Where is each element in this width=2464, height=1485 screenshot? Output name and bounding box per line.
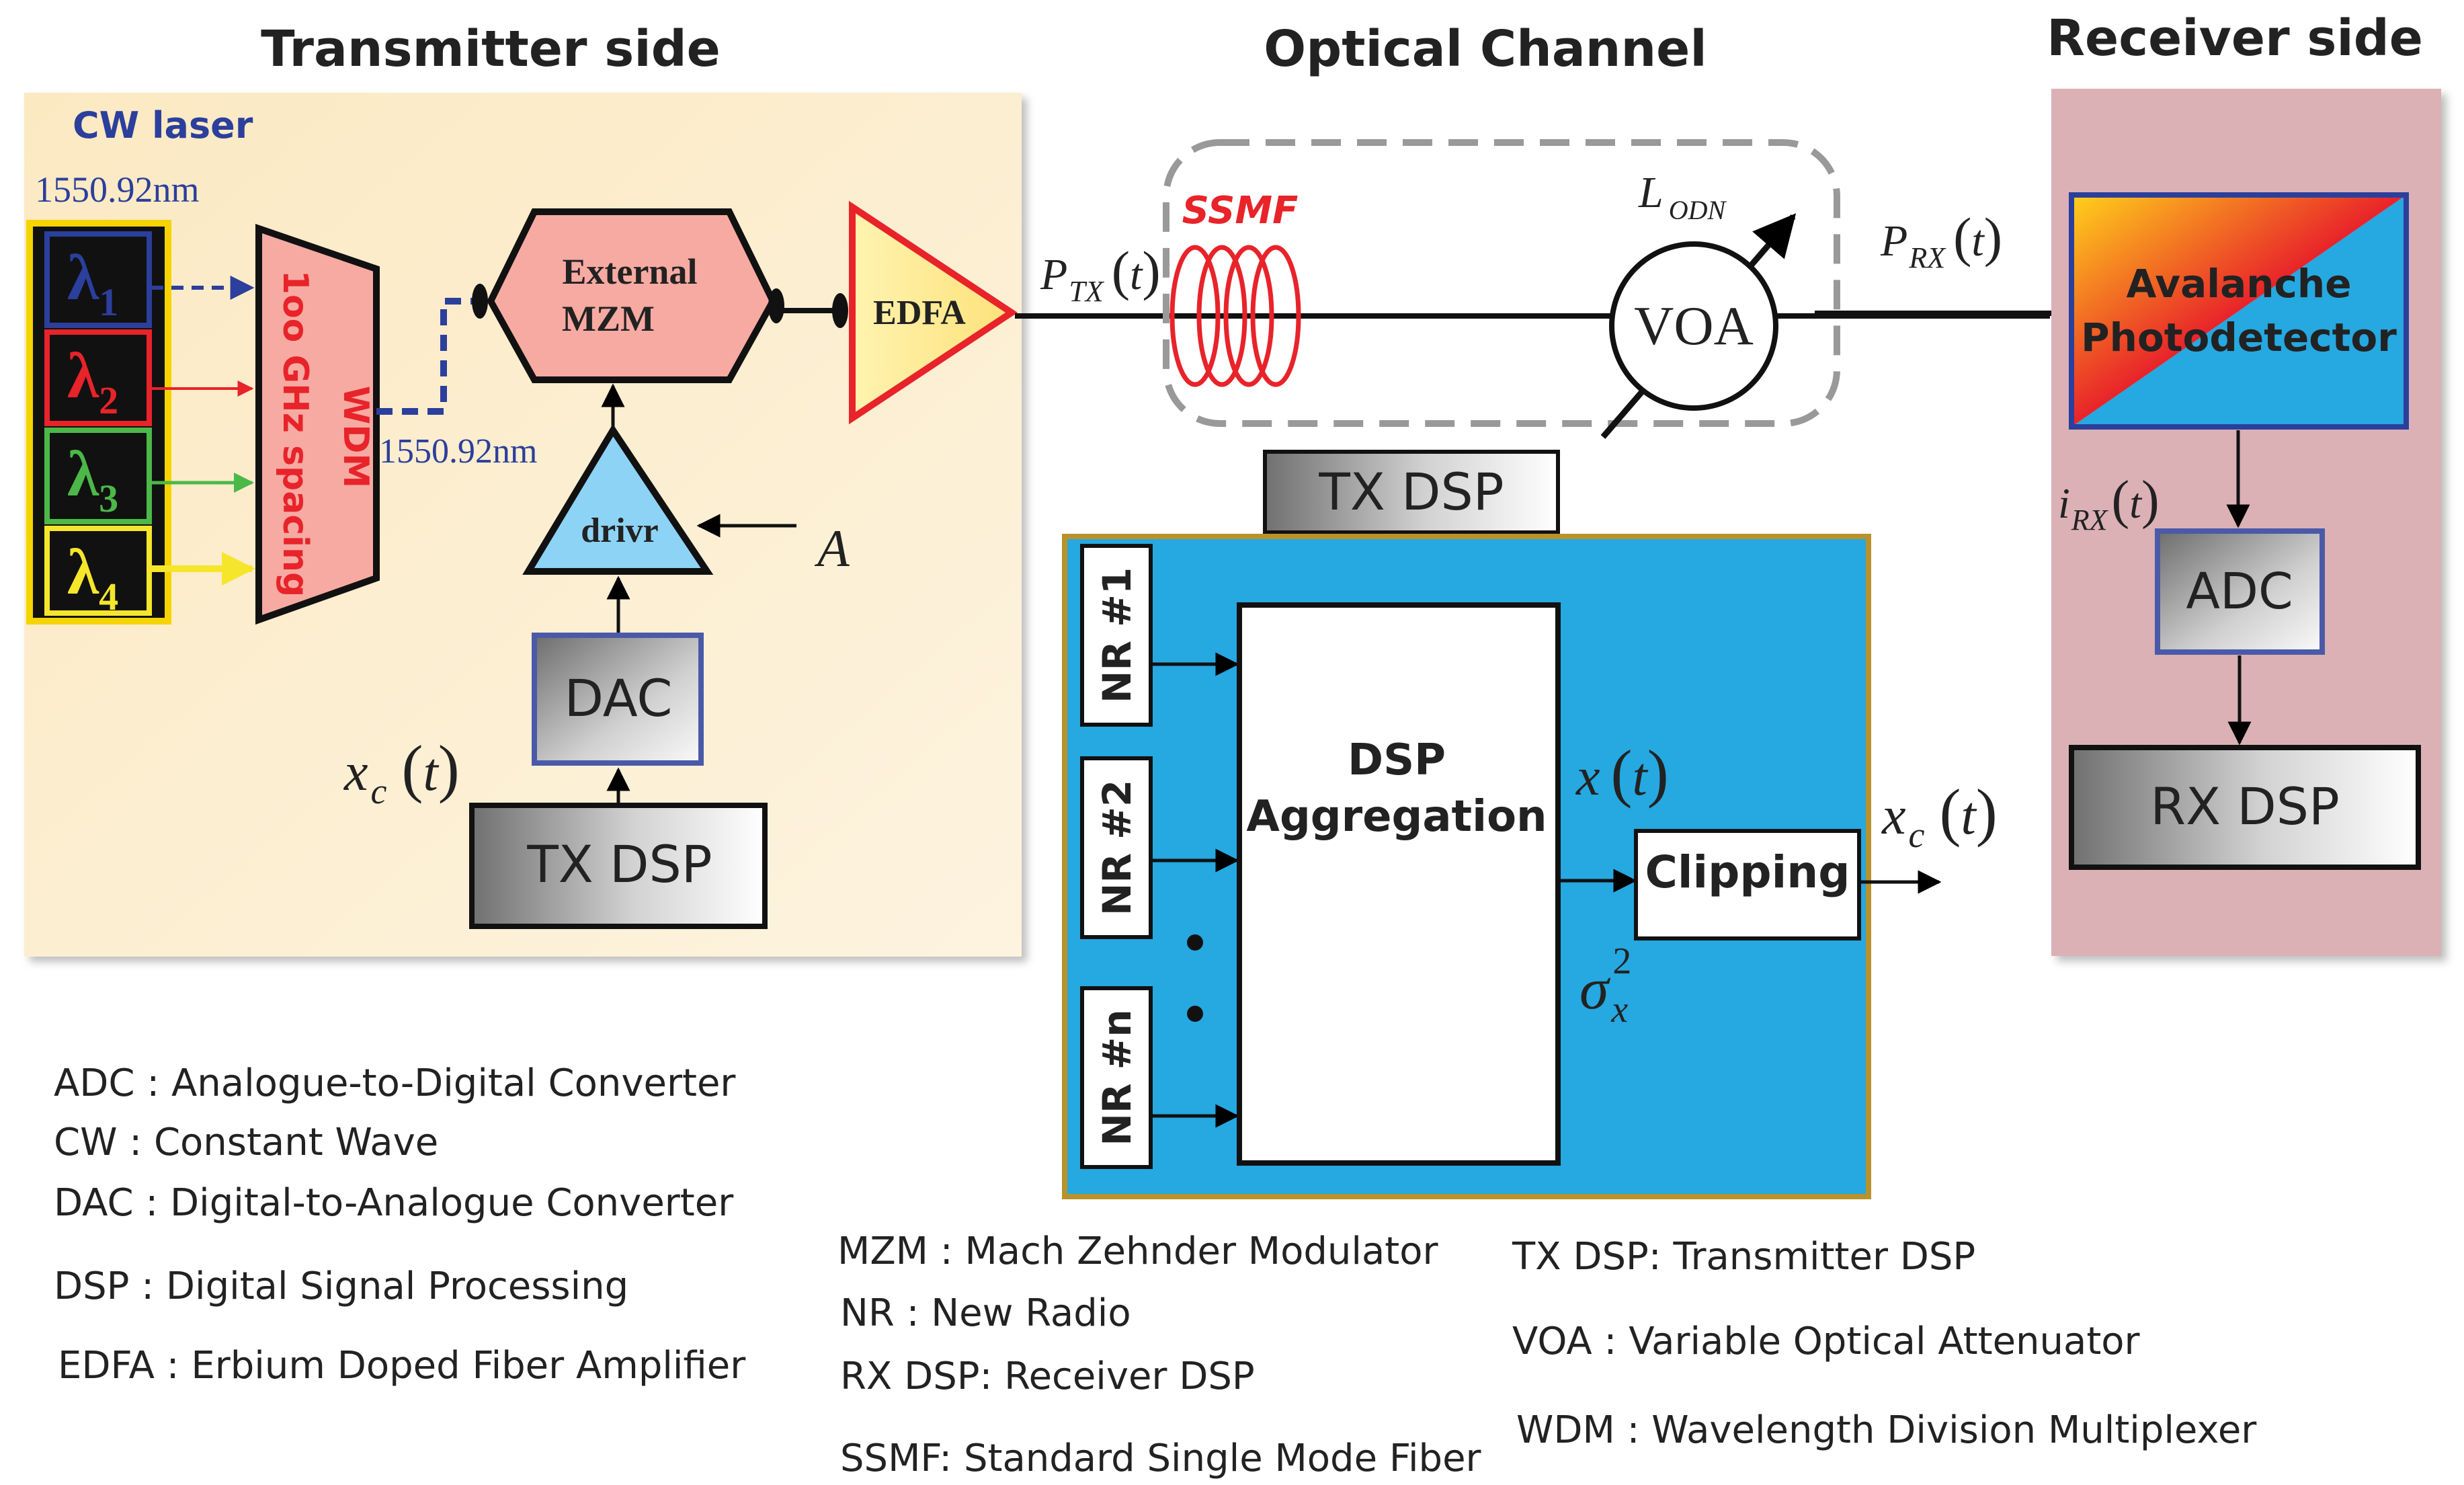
laser-lambda-2: λ2 bbox=[44, 329, 152, 426]
laser-lambda-4: λ4 bbox=[44, 526, 152, 618]
tx-dsp-block bbox=[469, 803, 768, 929]
legend-entry: DSP : Digital Signal Processing bbox=[54, 1265, 628, 1308]
dac-label: DAC bbox=[565, 668, 673, 728]
legend-entry: NR : New Radio bbox=[840, 1291, 1131, 1335]
svg-text:NR #2: NR #2 bbox=[1094, 780, 1140, 916]
mzm-input-connector bbox=[472, 284, 488, 319]
edfa-amplifier bbox=[849, 200, 1018, 425]
rx-dsp-label: RX DSP bbox=[2150, 776, 2340, 836]
xc-signal-label: xc(t) bbox=[343, 732, 460, 811]
svg-text:NR #n: NR #n bbox=[1094, 1009, 1140, 1146]
x-signal-label: x(t) bbox=[1575, 737, 1669, 809]
ssmf-label: SSMF bbox=[1182, 189, 1299, 233]
mzm-label-line2: MZM bbox=[562, 298, 655, 339]
driver-amplifier bbox=[522, 424, 714, 575]
aggregation-tx-dsp-label: TX DSP bbox=[1318, 462, 1504, 522]
wdm-label: WDM bbox=[335, 386, 376, 488]
dsp-aggregation-line1: DSP bbox=[1348, 735, 1446, 785]
voa-label: VOA bbox=[1634, 295, 1754, 356]
transmitter-section-title: Transmitter side bbox=[261, 20, 721, 78]
legend-column-2: MZM : Mach Zehnder Modulator NR : New Ra… bbox=[837, 1230, 1482, 1480]
nr-ellipsis-dot-1 bbox=[1187, 934, 1203, 951]
svg-text:NR #1: NR #1 bbox=[1094, 567, 1140, 703]
tx-dsp-label: TX DSP bbox=[526, 834, 712, 894]
aggregation-tx-dsp-tab bbox=[1263, 450, 1560, 534]
amplitude-symbol: A bbox=[814, 519, 850, 577]
rx-dsp-block bbox=[2069, 745, 2421, 870]
nr-input-2: NR #2 bbox=[1080, 756, 1153, 939]
optical-channel-boundary bbox=[1163, 139, 1840, 427]
wdm-output-wavelength: 1550.92nm bbox=[379, 432, 537, 471]
receiver-adc-block bbox=[2155, 528, 2325, 655]
legend-entry: EDFA : Erbium Doped Fiber Amplifier bbox=[58, 1344, 746, 1388]
wdm-spacing-label: 1oo GHz spacing bbox=[275, 270, 315, 597]
legend-entry: TX DSP: Transmitter DSP bbox=[1512, 1235, 1975, 1279]
ptx-label: PTX(t) bbox=[1040, 240, 1161, 308]
legend-entry: DAC : Digital-to-Analogue Converter bbox=[54, 1181, 734, 1225]
dsp-aggregation-block bbox=[1237, 602, 1561, 1166]
edfa-label: EDFA bbox=[873, 294, 966, 332]
legend-column-1: ADC : Analogue-to-Digital Converter CW :… bbox=[54, 1061, 746, 1388]
external-mzm bbox=[487, 208, 777, 383]
irx-label: iRX(t) bbox=[2058, 471, 2160, 536]
legend-entry: CW : Constant Wave bbox=[54, 1121, 438, 1164]
driver-label: drivr bbox=[581, 512, 659, 550]
nr-ellipsis-dot-2 bbox=[1187, 1006, 1203, 1022]
apd-label-line2: Photodetector bbox=[2081, 315, 2397, 360]
edfa-input-connector bbox=[832, 293, 848, 328]
laser-lambda-3: λ3 bbox=[44, 428, 152, 524]
voa-attenuator bbox=[1609, 241, 1778, 411]
avalanche-photodetector bbox=[2069, 192, 2409, 430]
svg-text:λ4: λ4 bbox=[67, 536, 118, 618]
prx-label: PRX(t) bbox=[1880, 206, 2002, 274]
nr-input-n: NR #n bbox=[1080, 986, 1153, 1169]
dac-block bbox=[532, 633, 704, 766]
channel-section-title: Optical Channel bbox=[1264, 20, 1707, 78]
dsp-aggregation-line2: Aggregation bbox=[1246, 792, 1547, 842]
cw-laser-label: CW laser bbox=[73, 104, 253, 147]
legend-entry: SSMF: Standard Single Mode Fiber bbox=[840, 1437, 1482, 1480]
legend-entry: WDM : Wavelength Division Multiplexer bbox=[1516, 1408, 2257, 1452]
svg-text:λ2: λ2 bbox=[67, 339, 118, 422]
xc-output-label: xc(t) bbox=[1881, 776, 1998, 855]
legend-entry: VOA : Variable Optical Attenuator bbox=[1512, 1320, 2141, 1363]
clipping-label: Clipping bbox=[1645, 846, 1850, 898]
receiver-adc-label: ADC bbox=[2186, 563, 2293, 620]
legend-entry: MZM : Mach Zehnder Modulator bbox=[837, 1230, 1439, 1273]
nr-input-1: NR #1 bbox=[1080, 544, 1153, 727]
ssmf-fiber-coil bbox=[1169, 245, 1301, 387]
wdm-multiplexer bbox=[255, 224, 380, 625]
laser-wavelength-label: 1550.92nm bbox=[35, 169, 200, 210]
clipping-block bbox=[1634, 829, 1861, 940]
legend-entry: RX DSP: Receiver DSP bbox=[840, 1355, 1255, 1398]
wdm-output-fiber bbox=[376, 298, 479, 415]
legend-column-3: TX DSP: Transmitter DSP VOA : Variable O… bbox=[1512, 1235, 2257, 1452]
legend-entry: ADC : Analogue-to-Digital Converter bbox=[54, 1061, 736, 1105]
laser-lambda-1: λ1 bbox=[44, 231, 152, 328]
svg-text:λ1: λ1 bbox=[67, 241, 118, 324]
receiver-section-title: Receiver side bbox=[2047, 9, 2423, 67]
mzm-output-connector bbox=[768, 288, 784, 323]
mzm-label-line1: External bbox=[563, 251, 698, 292]
apd-label-line1: Avalanche bbox=[2126, 261, 2351, 307]
svg-text:λ3: λ3 bbox=[67, 438, 118, 520]
